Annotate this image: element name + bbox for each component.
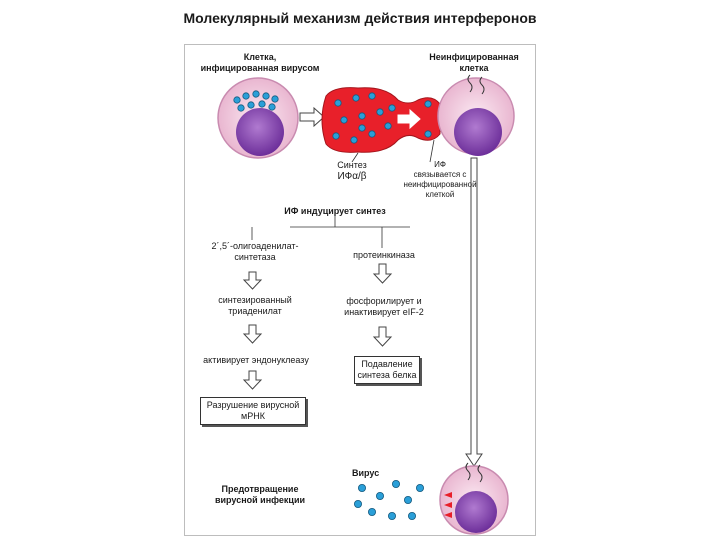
arrow-down-icon — [372, 326, 393, 347]
protein-kinase-label: протеинкиназа — [353, 250, 415, 260]
diagram-frame — [184, 44, 536, 536]
prevention-label-line1: Предотвращение — [221, 484, 299, 494]
blocking-arrows — [444, 492, 452, 518]
red-arrow-left-icon — [444, 502, 452, 508]
arrow-down-icon — [372, 263, 393, 284]
infected-cell-label: Клетка, инфицированная вирусом — [200, 52, 320, 74]
induces-label: ИФ индуцирует синтез — [284, 206, 386, 216]
red-arrow-left-icon — [444, 492, 452, 498]
suppression-line1: Подавление — [361, 359, 413, 369]
arrow-down-icon — [242, 324, 263, 344]
mrna-destruction-box: Разрушение вирусной мРНК — [200, 397, 306, 425]
synthesis-label: Синтез ИФα/β — [322, 160, 382, 182]
mrna-destruction-line1: Разрушение вирусной — [206, 400, 300, 410]
right-path-arrows — [372, 263, 393, 347]
white-arrow-right-icon — [397, 108, 421, 130]
infected-cell — [217, 77, 299, 159]
uninfected-cell-label-line2: клетка — [459, 63, 489, 73]
binding-label-line3: неинфицированной — [403, 180, 477, 189]
infected-cell-label-line2: инфицированная вирусом — [200, 63, 320, 73]
hollow-arrow-right-icon — [299, 106, 325, 128]
prevention-label: Предотвращение вирусной инфекции — [200, 484, 320, 506]
mrna-destruction-line2: мРНК — [241, 411, 265, 421]
arrow-down-icon — [242, 370, 263, 390]
uninfected-cell-label-line1: Неинфицированная — [429, 52, 519, 62]
protein-synthesis-suppression-box: Подавление синтеза белка — [354, 356, 420, 384]
red-arrow-left-icon — [444, 512, 452, 518]
uninfected-cell-label: Неинфицированная клетка — [418, 52, 530, 74]
prevention-label-line2: вирусной инфекции — [214, 495, 306, 505]
interferon-blob — [321, 87, 441, 153]
uninfected-cell-top — [437, 74, 515, 156]
infected-cell-label-line1: Клетка, — [243, 52, 277, 62]
page-title: Молекулярный механизм действия интерферо… — [183, 10, 537, 26]
endonuclease-label: активирует эндонуклеазу — [203, 355, 309, 365]
phosphorylation-label: фосфорилирует и инактивирует eIF-2 — [338, 296, 430, 318]
left-path-arrows — [242, 271, 263, 390]
arrow-down-icon — [242, 271, 263, 290]
binding-label: ИФ связывается с неинфицированной клетко… — [400, 160, 480, 200]
triadenylate-label-line1: синтезированный — [218, 295, 292, 305]
oas-label-line1: 2´,5´-олигоаденилат- — [211, 241, 299, 251]
virus-label: Вирус — [352, 468, 380, 478]
suppression-line2: синтеза белка — [357, 370, 417, 380]
triadenylate-label: синтезированный триаденилат — [200, 295, 310, 317]
protected-cell — [439, 462, 509, 535]
oas-label-line2: синтетаза — [234, 252, 276, 262]
binding-label-line1: ИФ — [434, 160, 446, 169]
virus-particles-in-cell — [233, 90, 279, 112]
triadenylate-label-line2: триаденилат — [228, 306, 282, 316]
binding-label-line4: клеткой — [425, 190, 455, 199]
interferon-molecules — [332, 92, 432, 144]
binding-label-line2: связывается с — [413, 170, 467, 179]
oas-label: 2´,5´-олигоаденилат- синтетаза — [200, 241, 310, 263]
free-viruses — [353, 479, 424, 521]
long-arrow-down-icon — [465, 157, 483, 467]
synthesis-label-line1: Синтез — [337, 160, 367, 170]
synthesis-label-line2: ИФα/β — [337, 171, 367, 182]
phosphorylation-label-line2: инактивирует eIF-2 — [344, 307, 424, 317]
phosphorylation-label-line1: фосфорилирует и — [346, 296, 422, 306]
